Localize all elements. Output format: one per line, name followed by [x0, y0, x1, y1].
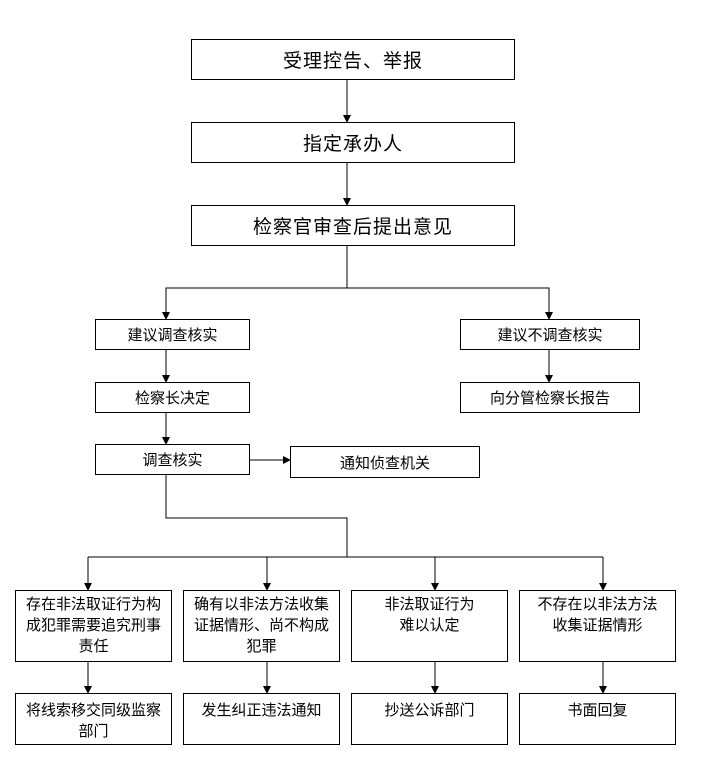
box-outcome-none-label: 不存在以非法方法收集证据情形: [537, 595, 658, 634]
box-action-notice: 发生纠正违法通知: [183, 693, 340, 745]
box-action-transfer: 将线索移交同级监察部门: [15, 693, 172, 745]
box-investigate: 调查核实: [95, 444, 250, 475]
box-assign-label: 指定承办人: [302, 133, 403, 155]
outcome-connector: [165, 475, 348, 557]
split-connector-right: [347, 287, 553, 320]
box-action-copy-label: 抄送公诉部门: [384, 701, 475, 719]
box-report-to-deputy: 向分管检察长报告: [460, 382, 640, 413]
box-suggest-investigate-label: 建议调查核实: [127, 326, 218, 344]
box-outcome-hard-to-determine-label: 非法取证行为难以认定: [384, 595, 475, 634]
box-outcome-crime-label: 存在非法取证行为构成犯罪需要追究刑事责任: [25, 595, 161, 655]
box-receive-label: 受理控告、举报: [282, 50, 423, 72]
box-outcome-none: 不存在以非法方法收集证据情形: [519, 590, 676, 662]
box-suggest-no-investigate: 建议不调查核实: [460, 319, 640, 350]
box-outcome-hard-to-determine: 非法取证行为难以认定: [351, 590, 508, 662]
box-action-transfer-label: 将线索移交同级监察部门: [25, 701, 161, 740]
box-outcome-crime: 存在非法取证行为构成犯罪需要追究刑事责任: [15, 590, 172, 662]
box-report-to-deputy-label: 向分管检察长报告: [489, 389, 610, 407]
box-investigate-label: 调查核实: [142, 451, 203, 469]
box-action-written-reply: 书面回复: [519, 693, 676, 745]
box-prosecutor-review: 检察官审查后提出意见: [191, 205, 515, 246]
box-receive: 受理控告、举报: [191, 39, 515, 80]
box-chief-decide: 检察长决定: [95, 382, 250, 413]
box-outcome-illegal-method: 确有以非法方法收集证据情形、尚不构成犯罪: [183, 590, 340, 662]
box-prosecutor-review-label: 检察官审查后提出意见: [252, 216, 453, 238]
box-chief-decide-label: 检察长决定: [134, 389, 210, 407]
box-suggest-investigate: 建议调查核实: [95, 319, 250, 350]
box-action-notice-label: 发生纠正违法通知: [201, 701, 322, 719]
box-notify-agency-label: 通知侦查机关: [339, 453, 430, 472]
box-notify-agency: 通知侦查机关: [290, 446, 480, 478]
box-action-copy: 抄送公诉部门: [351, 693, 508, 745]
box-suggest-no-investigate-label: 建议不调查核实: [497, 326, 603, 344]
split-connector: [162, 246, 348, 320]
box-action-written-reply-label: 书面回复: [567, 701, 628, 719]
box-assign: 指定承办人: [191, 122, 515, 163]
box-outcome-illegal-method-label: 确有以非法方法收集证据情形、尚不构成犯罪: [193, 595, 329, 655]
